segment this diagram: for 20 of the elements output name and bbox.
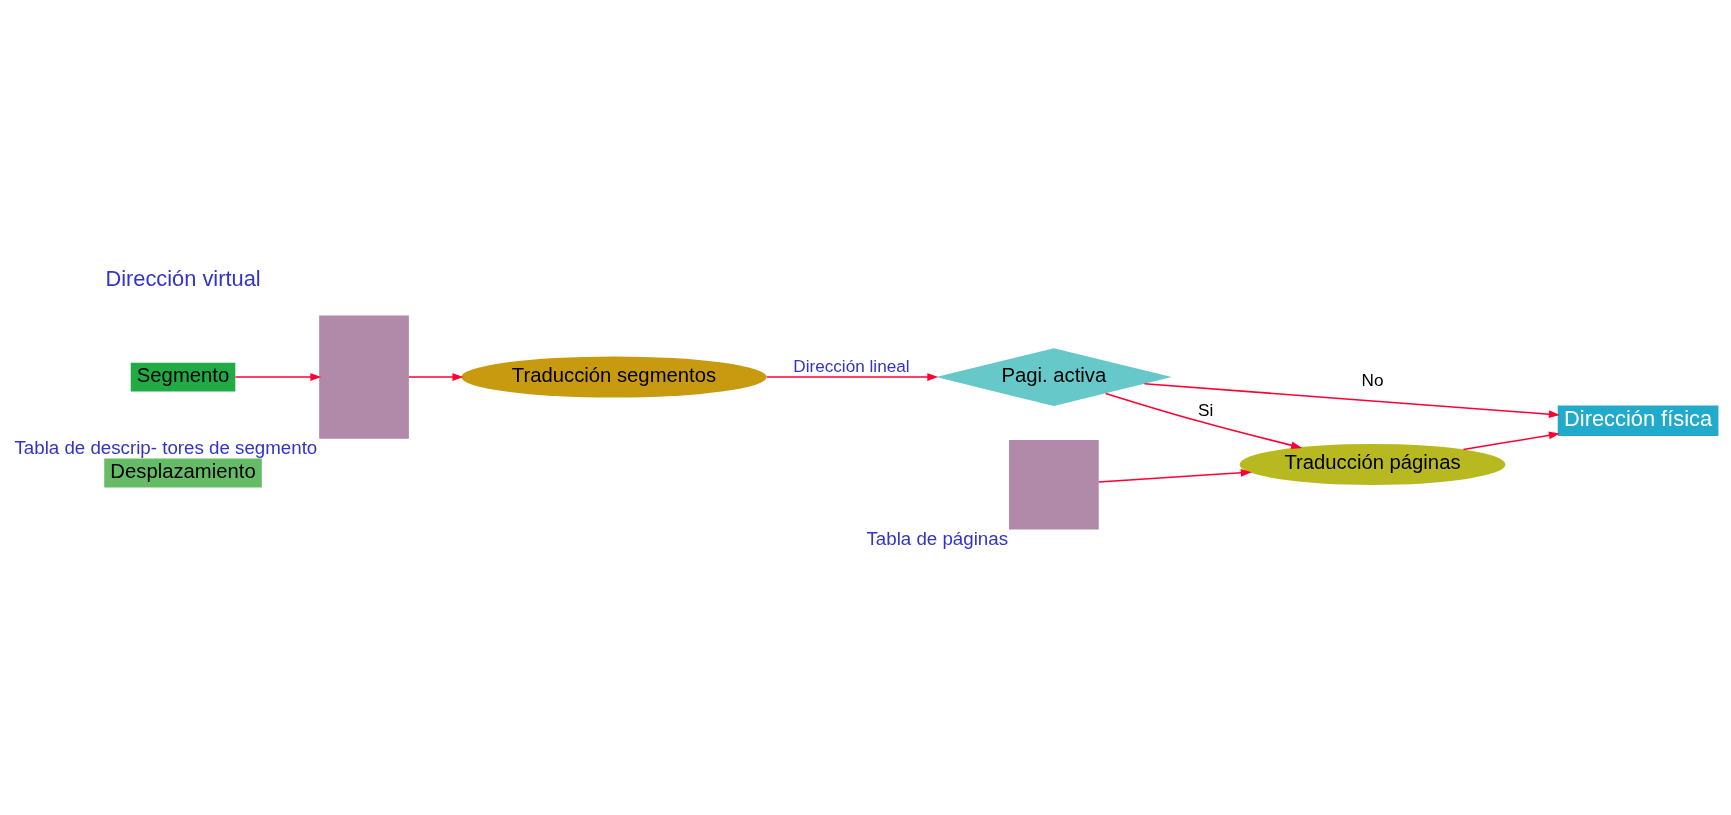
node-label: Tabla de páginas	[866, 527, 1009, 549]
arrow	[234, 373, 322, 381]
arrow	[1462, 431, 1560, 451]
node-ellipse: Traducción segmentos	[461, 356, 767, 398]
arrow	[408, 373, 464, 381]
edge-label: Dirección lineal	[793, 356, 910, 377]
node-box: Desplazamiento	[104, 458, 262, 488]
arrow	[1104, 392, 1303, 449]
arrow	[1143, 383, 1560, 418]
node-box	[319, 315, 409, 439]
node-box	[1009, 439, 1099, 530]
arrow	[766, 373, 939, 381]
label: Dirección virtual	[105, 265, 261, 291]
arrow	[1097, 469, 1252, 483]
node-box: Segmento	[130, 362, 236, 392]
edge-label: No	[1361, 370, 1384, 391]
edge-label: Si	[1197, 399, 1214, 420]
node-box: Dirección física	[1557, 405, 1719, 436]
node-diamond: Pagi. activa	[936, 348, 1172, 406]
node-label: Tabla de descrip- tores de segmento	[14, 436, 318, 458]
